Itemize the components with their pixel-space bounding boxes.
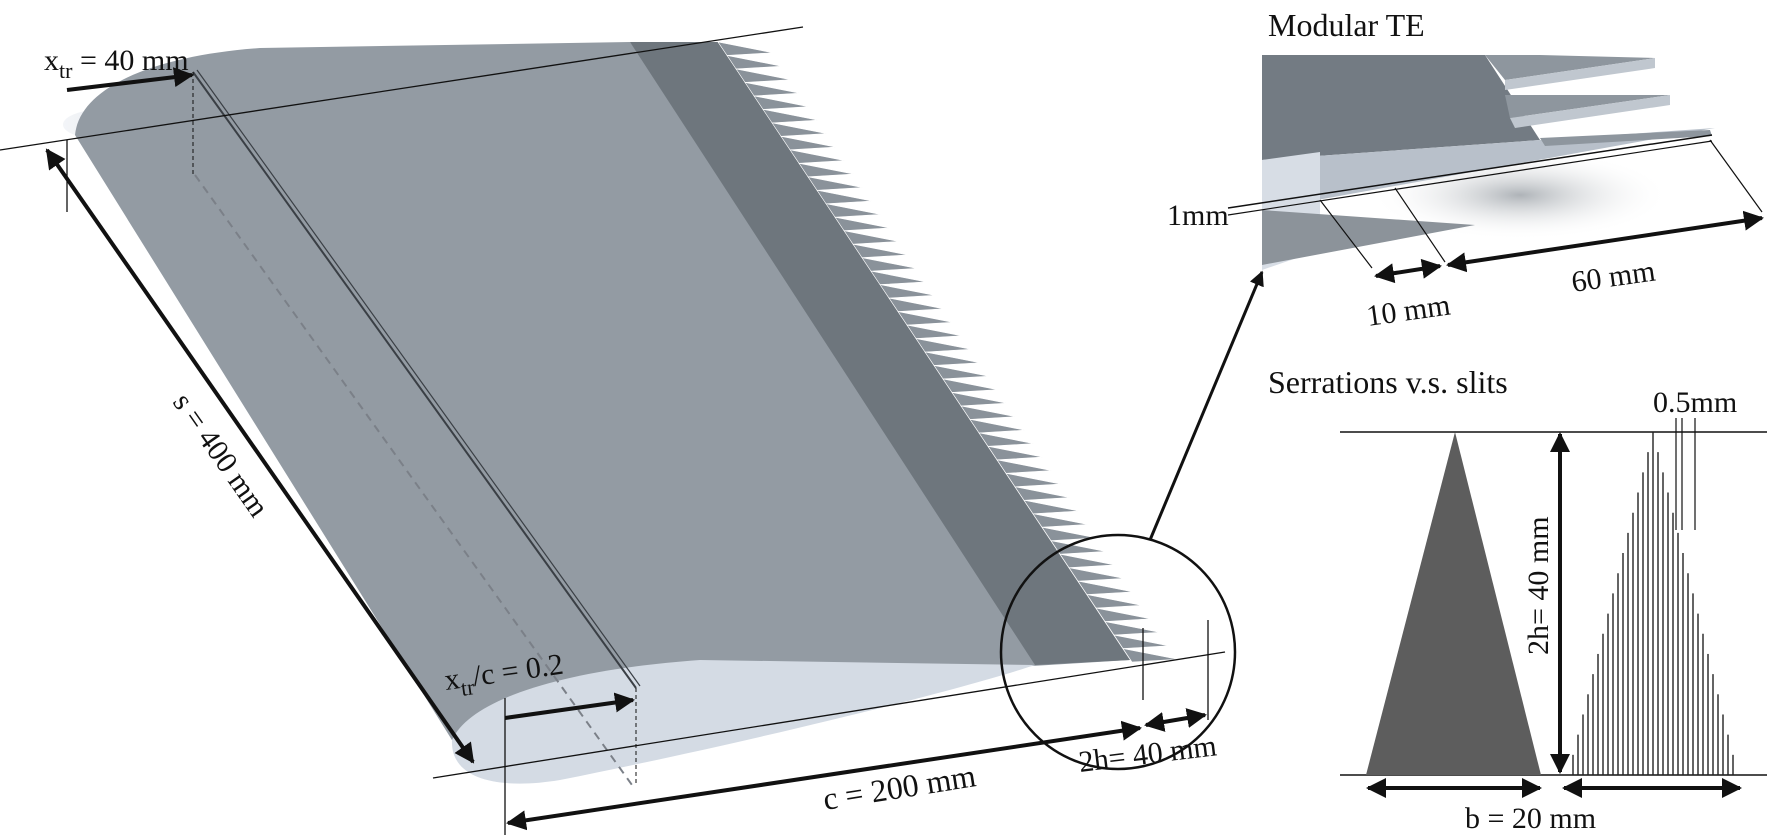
slitted-serration: [1572, 432, 1734, 775]
base-label: b = 20 mm: [1465, 802, 1596, 835]
serration-tooth: [906, 324, 962, 339]
height-label: 2h= 40 mm: [1522, 516, 1555, 655]
overlap-label: 10 mm: [1364, 289, 1452, 333]
serration-tooth: [942, 378, 998, 393]
serration-tooth: [960, 405, 1016, 420]
chord-arrow: [506, 720, 1142, 831]
magnifier-circle: [999, 533, 1237, 771]
serration-tooth: [1032, 513, 1088, 528]
serration-tooth: [744, 82, 800, 97]
serration-tooth: [1122, 648, 1178, 663]
dimension-arrows: [45, 67, 1207, 831]
serration-tooth: [861, 257, 917, 272]
serration-tooth: [1059, 553, 1115, 568]
serrations-vs-slits-inset: Serrations v.s. slits 2h= 40 mm 0.5mm b …: [1268, 364, 1767, 835]
serration-tooth: [1050, 540, 1106, 555]
length-label: 60 mm: [1569, 255, 1657, 299]
serration-tooth: [1113, 634, 1169, 649]
modular-te-title: Modular TE: [1268, 7, 1425, 43]
serration-length-arrow: [1144, 708, 1207, 732]
serration-tooth: [780, 135, 836, 151]
serration-tooth: [933, 365, 989, 380]
serration-tooth: [996, 459, 1052, 474]
serration-tooth: [1068, 567, 1124, 582]
serration-tooth: [762, 108, 818, 124]
serration-tooth: [852, 243, 908, 258]
serration-tooth: [987, 445, 1043, 461]
serration-tooth: [951, 392, 1007, 407]
serration-tooth: [726, 55, 782, 70]
magnifier-pointer-arrow: [1148, 270, 1264, 541]
serration-tooth: [870, 270, 926, 285]
x-tr-arrow: [66, 67, 194, 92]
span-arrow: [45, 148, 475, 764]
serration-tooth: [798, 162, 854, 178]
length-arrow: [1446, 210, 1764, 273]
x-tr-label: xtr = 40 mm: [44, 44, 189, 83]
serration-tooth: [717, 41, 773, 56]
modular-te-inset: Modular TE 1mm 10 mm 60 mm: [1167, 7, 1764, 333]
chord-label: c = 200 mm: [820, 757, 978, 817]
serration-tooth: [816, 189, 872, 205]
serration-tooth: [843, 230, 899, 245]
serration-tooth: [735, 68, 791, 83]
overlap-arrow: [1374, 258, 1442, 284]
xtr-c-arrow: [504, 692, 635, 720]
serration-tooth: [915, 338, 971, 353]
serration-tooth: [897, 311, 953, 326]
serration-tooth: [1041, 526, 1097, 542]
serration-tooth: [969, 418, 1025, 434]
serration-tooth: [879, 284, 935, 299]
slit-width-label: 0.5mm: [1653, 386, 1737, 419]
serration-tooth: [1077, 580, 1133, 595]
serration-tooth: [1005, 472, 1061, 488]
serration-tooth: [753, 95, 809, 110]
serration-tooth: [834, 216, 890, 232]
thickness-label: 1mm: [1167, 199, 1229, 232]
serrated-trailing-edge: [717, 41, 1178, 663]
serration-triangle: [1366, 432, 1541, 775]
serration-tooth: [978, 432, 1034, 447]
serration-tooth: [1014, 486, 1070, 501]
wing-aft-surface: [630, 42, 1130, 665]
serration-tooth: [771, 122, 827, 137]
serration-tooth: [1086, 594, 1142, 609]
serration-tooth: [1095, 607, 1151, 622]
serrations-title: Serrations v.s. slits: [1268, 364, 1508, 400]
serration-tooth: [807, 176, 863, 191]
serration-tooth: [888, 297, 944, 312]
serration-tooth: [825, 203, 881, 218]
serration-tooth: [1104, 621, 1160, 636]
serration-tooth: [1023, 499, 1079, 515]
serration-tooth: [924, 351, 980, 366]
serration-tooth: [789, 149, 845, 164]
